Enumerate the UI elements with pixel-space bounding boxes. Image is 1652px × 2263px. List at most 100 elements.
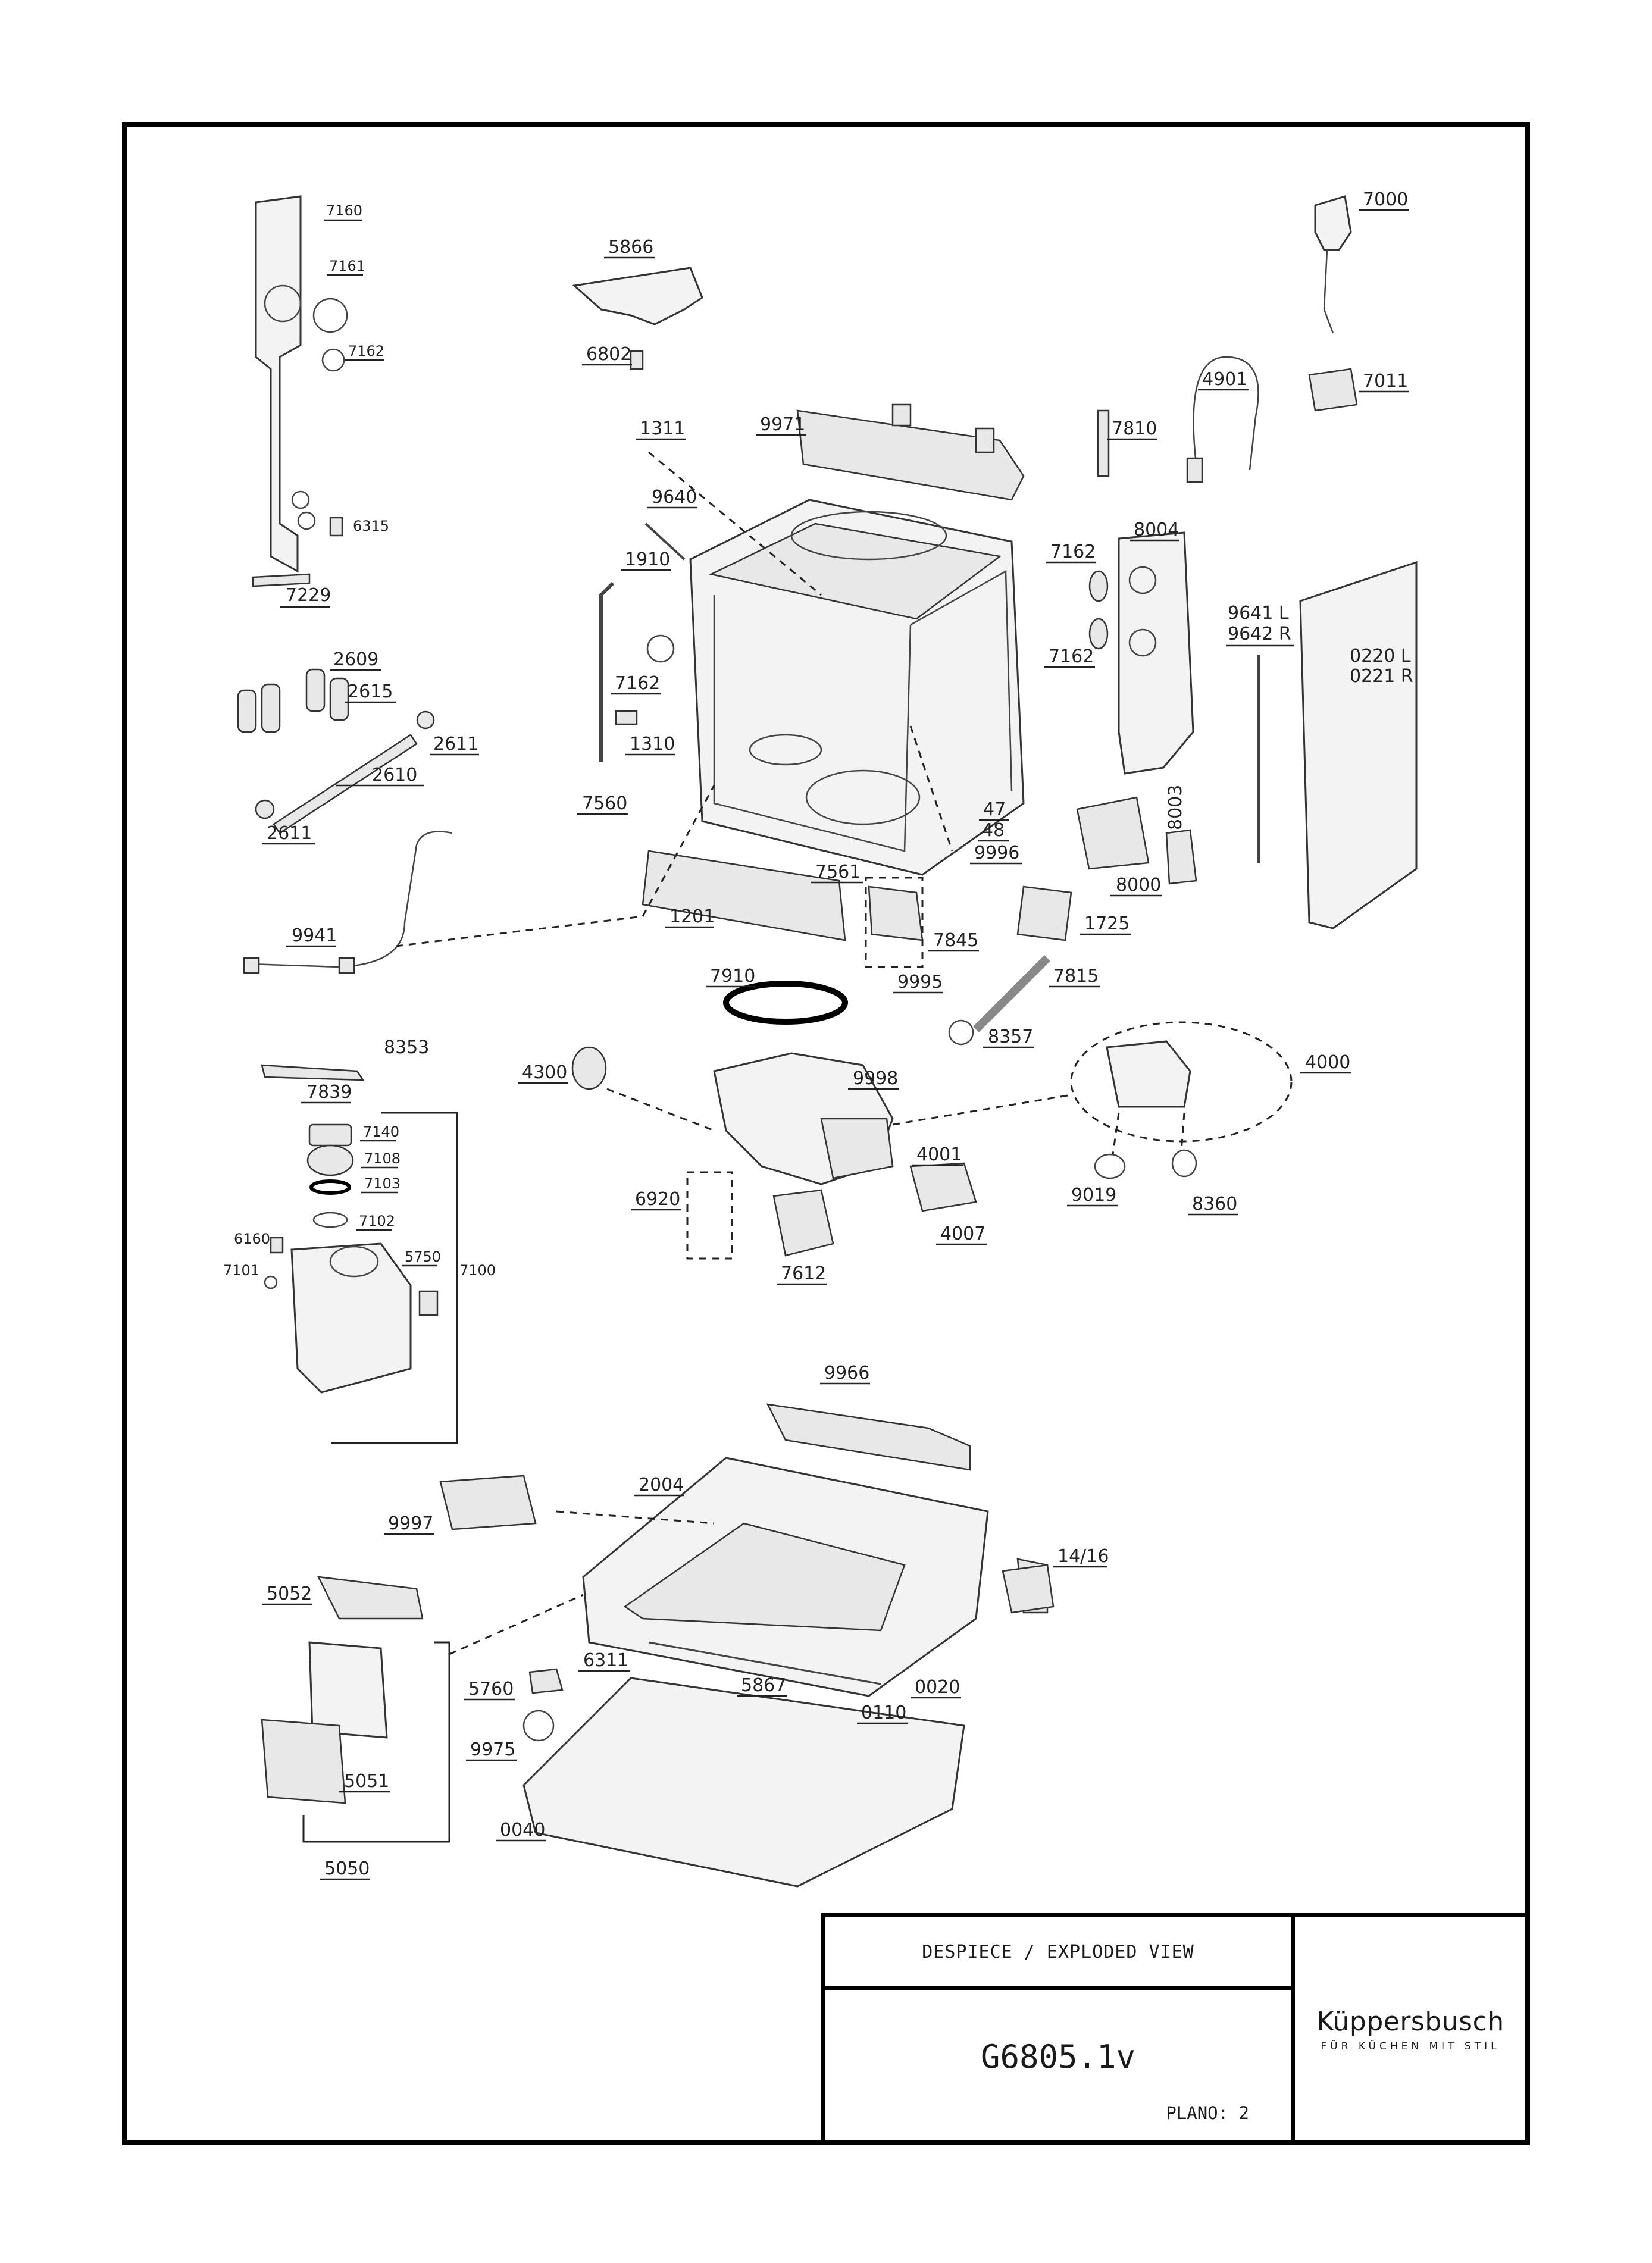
model-number: G6805.1v: [980, 2038, 1136, 2076]
part-labels: 7160 7161 7162 6315 7229 2609 2615 2611 …: [223, 189, 1413, 1880]
label-7612: 7612: [781, 1263, 826, 1284]
label-7140: 7140: [363, 1123, 399, 1140]
brand-logo-text: Küppersbusch: [1316, 2006, 1504, 2037]
label-5050: 5050: [324, 1858, 370, 1879]
label-4901: 4901: [1202, 369, 1247, 390]
label-47: 47: [983, 799, 1006, 820]
label-7108: 7108: [364, 1150, 401, 1167]
label-7161: 7161: [329, 258, 365, 274]
label-7162-side-upper: 7162: [1050, 542, 1096, 562]
label-8353: 8353: [384, 1037, 429, 1058]
label-9941: 9941: [292, 925, 337, 946]
label-0020: 0020: [915, 1677, 960, 1698]
label-1310: 1310: [630, 734, 675, 755]
circulation-pump-part: [1070, 1021, 1293, 1179]
label-1311: 1311: [640, 418, 685, 439]
label-7160: 7160: [326, 202, 362, 219]
electronics-group-bracket: [302, 1641, 450, 1843]
label-5051: 5051: [344, 1771, 389, 1792]
label-8004: 8004: [1134, 519, 1179, 540]
label-9642: 9642 R: [1228, 624, 1291, 644]
label-5866: 5866: [608, 237, 653, 258]
label-9995: 9995: [897, 972, 943, 993]
top-cover-part: [572, 267, 703, 370]
label-1725: 1725: [1084, 913, 1130, 934]
label-1416: 14/16: [1057, 1546, 1109, 1567]
hinge-rod-parts: [237, 668, 435, 834]
label-6802: 6802: [586, 344, 631, 365]
water-softener-part: [261, 1064, 439, 1394]
label-7229: 7229: [286, 585, 331, 606]
label-9640: 9640: [652, 487, 697, 508]
label-2615: 2615: [348, 681, 393, 702]
label-7103: 7103: [364, 1175, 401, 1192]
base-frame: [439, 1403, 1049, 1697]
brand-tagline: FÜR KÜCHEN MIT STIL: [1321, 2040, 1500, 2052]
label-6160: 6160: [234, 1231, 270, 1247]
label-7162-side-lower: 7162: [1049, 646, 1094, 667]
label-7560: 7560: [582, 793, 627, 814]
control-module-parts: [261, 1576, 564, 1804]
label-7910: 7910: [710, 966, 755, 987]
label-2611-right: 2611: [433, 734, 478, 755]
label-4000: 4000: [1305, 1052, 1350, 1073]
label-4007: 4007: [940, 1223, 985, 1244]
label-1910: 1910: [625, 549, 670, 570]
label-7162-tub: 7162: [615, 673, 660, 694]
label-5760: 5760: [468, 1679, 514, 1699]
label-6920: 6920: [635, 1189, 680, 1210]
brand-cell: Küppersbusch FÜR KÜCHEN MIT STIL: [1291, 1913, 1530, 2145]
label-9975: 9975: [470, 1739, 515, 1760]
label-7011: 7011: [1363, 371, 1408, 392]
label-7000: 7000: [1363, 189, 1408, 210]
label-2610: 2610: [372, 765, 417, 785]
label-2004: 2004: [639, 1475, 684, 1495]
label-2611-left: 2611: [267, 823, 312, 844]
title-block-heading: DESPIECE / EXPLODED VIEW: [821, 1913, 1295, 1990]
label-4001: 4001: [916, 1144, 962, 1165]
label-8003: 8003: [1165, 785, 1186, 830]
label-7839: 7839: [306, 1082, 352, 1103]
label-7100: 7100: [459, 1262, 496, 1279]
label-7810: 7810: [1112, 418, 1157, 439]
label-9998: 9998: [853, 1068, 898, 1089]
label-7845: 7845: [933, 930, 978, 951]
label-2609: 2609: [333, 649, 378, 670]
dashed-leaders: [395, 451, 1185, 1655]
inlet-valve-parts: [1097, 195, 1358, 483]
softener-group-bracket: [331, 1112, 458, 1444]
drain-hose-part: [948, 955, 1050, 1046]
label-0110: 0110: [861, 1702, 906, 1723]
label-48: 48: [982, 820, 1005, 841]
label-0221: 0221 R: [1350, 666, 1413, 687]
label-1201: 1201: [669, 906, 715, 927]
label-5867: 5867: [741, 1675, 786, 1696]
tub-body: [642, 403, 1025, 941]
label-0220: 0220 L: [1350, 646, 1411, 666]
label-9996: 9996: [974, 843, 1019, 863]
label-7162: 7162: [348, 343, 384, 359]
hinge-arm-part: [252, 195, 348, 587]
label-9019: 9019: [1071, 1185, 1116, 1206]
sump-assembly: [571, 1046, 977, 1260]
label-8357: 8357: [988, 1026, 1033, 1047]
label-9641: 9641 L: [1228, 603, 1289, 624]
label-7101: 7101: [223, 1262, 259, 1279]
label-6315: 6315: [353, 518, 389, 534]
ring-7910: [723, 981, 848, 1025]
label-9997: 9997: [388, 1513, 433, 1534]
label-9966: 9966: [824, 1363, 869, 1384]
label-8360: 8360: [1192, 1194, 1237, 1215]
label-0040: 0040: [500, 1820, 545, 1841]
label-9971: 9971: [760, 414, 805, 435]
valve-1416-part: [1002, 1564, 1055, 1614]
title-block-model: G6805.1v PLANO: 2: [821, 1986, 1295, 2145]
label-7102: 7102: [359, 1213, 395, 1229]
label-8000: 8000: [1116, 875, 1161, 896]
label-5750: 5750: [405, 1248, 441, 1265]
door-seal-part: [599, 522, 686, 762]
label-6311: 6311: [583, 1650, 628, 1671]
cable-9941: [243, 831, 453, 974]
plano-number: PLANO: 2: [1166, 2103, 1249, 2123]
